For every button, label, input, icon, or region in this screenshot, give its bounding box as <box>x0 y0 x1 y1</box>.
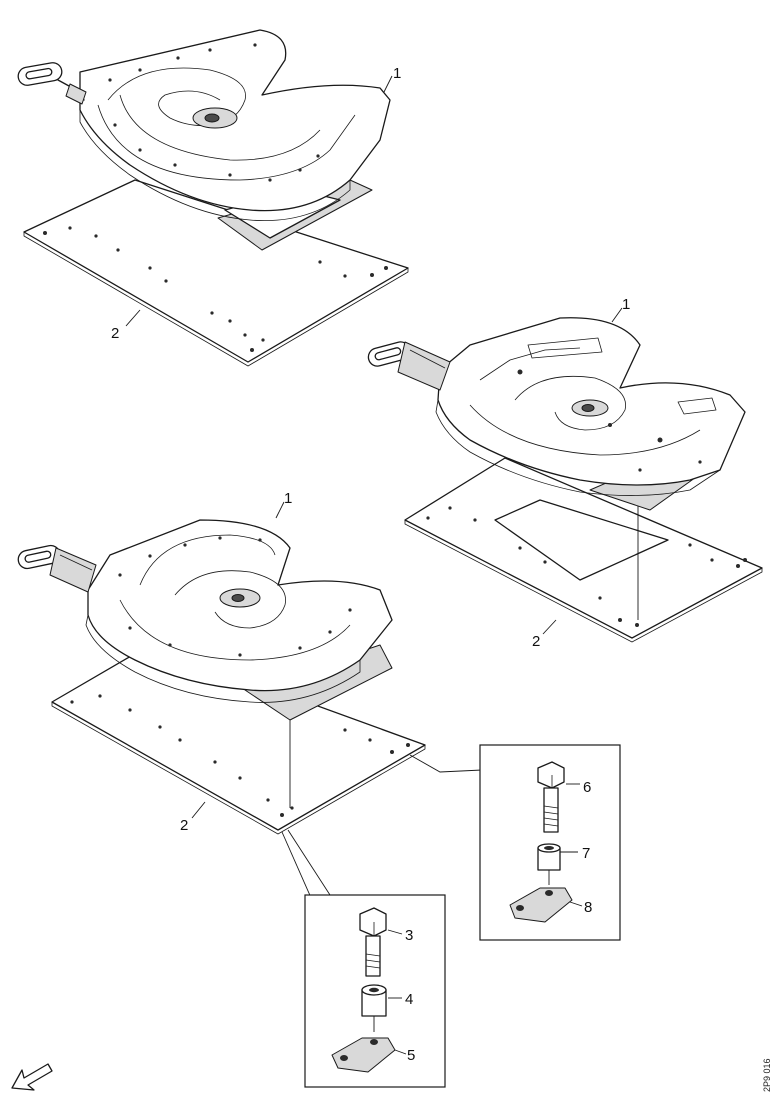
clamp-large <box>509 887 573 923</box>
fifth-wheel-assembly-middle <box>367 317 763 643</box>
drawing-code: 2P9 016 <box>762 1058 772 1092</box>
spacer-large <box>537 843 561 871</box>
callout-3: 3 <box>405 927 413 944</box>
callout-6: 6 <box>583 779 591 796</box>
release-handle-middle <box>367 341 451 391</box>
coupling-plate-top <box>79 29 391 221</box>
mounting-plate-middle <box>404 457 763 643</box>
coupling-plate-middle <box>435 317 746 496</box>
coupling-plate-lower <box>85 519 393 703</box>
fifth-wheel-assembly-top <box>17 29 409 367</box>
fifth-wheel-assembly-lower <box>17 519 426 835</box>
detail-box-small <box>304 894 446 1088</box>
callout-2-lower: 2 <box>180 817 188 834</box>
release-handle-top <box>17 62 87 105</box>
callout-1-middle: 1 <box>622 296 630 313</box>
mounting-plate-lower <box>51 644 426 835</box>
arrow-icon <box>11 1063 53 1091</box>
spacer-small <box>361 984 387 1017</box>
callout-8: 8 <box>584 899 592 916</box>
callout-4: 4 <box>405 991 413 1008</box>
detail-leaders <box>281 754 483 901</box>
callout-2-top: 2 <box>111 325 119 342</box>
callout-5: 5 <box>407 1047 415 1064</box>
bolt-large <box>537 761 565 833</box>
callout-2-middle: 2 <box>532 633 540 650</box>
detail-box-large <box>479 744 621 941</box>
release-handle-lower <box>17 544 97 593</box>
bolt-small <box>359 907 387 977</box>
callout-leaders <box>125 75 623 1055</box>
callout-1-lower: 1 <box>284 490 292 507</box>
callout-7: 7 <box>582 845 590 862</box>
callout-1-top: 1 <box>393 65 401 82</box>
mounting-plate-top <box>23 179 409 367</box>
